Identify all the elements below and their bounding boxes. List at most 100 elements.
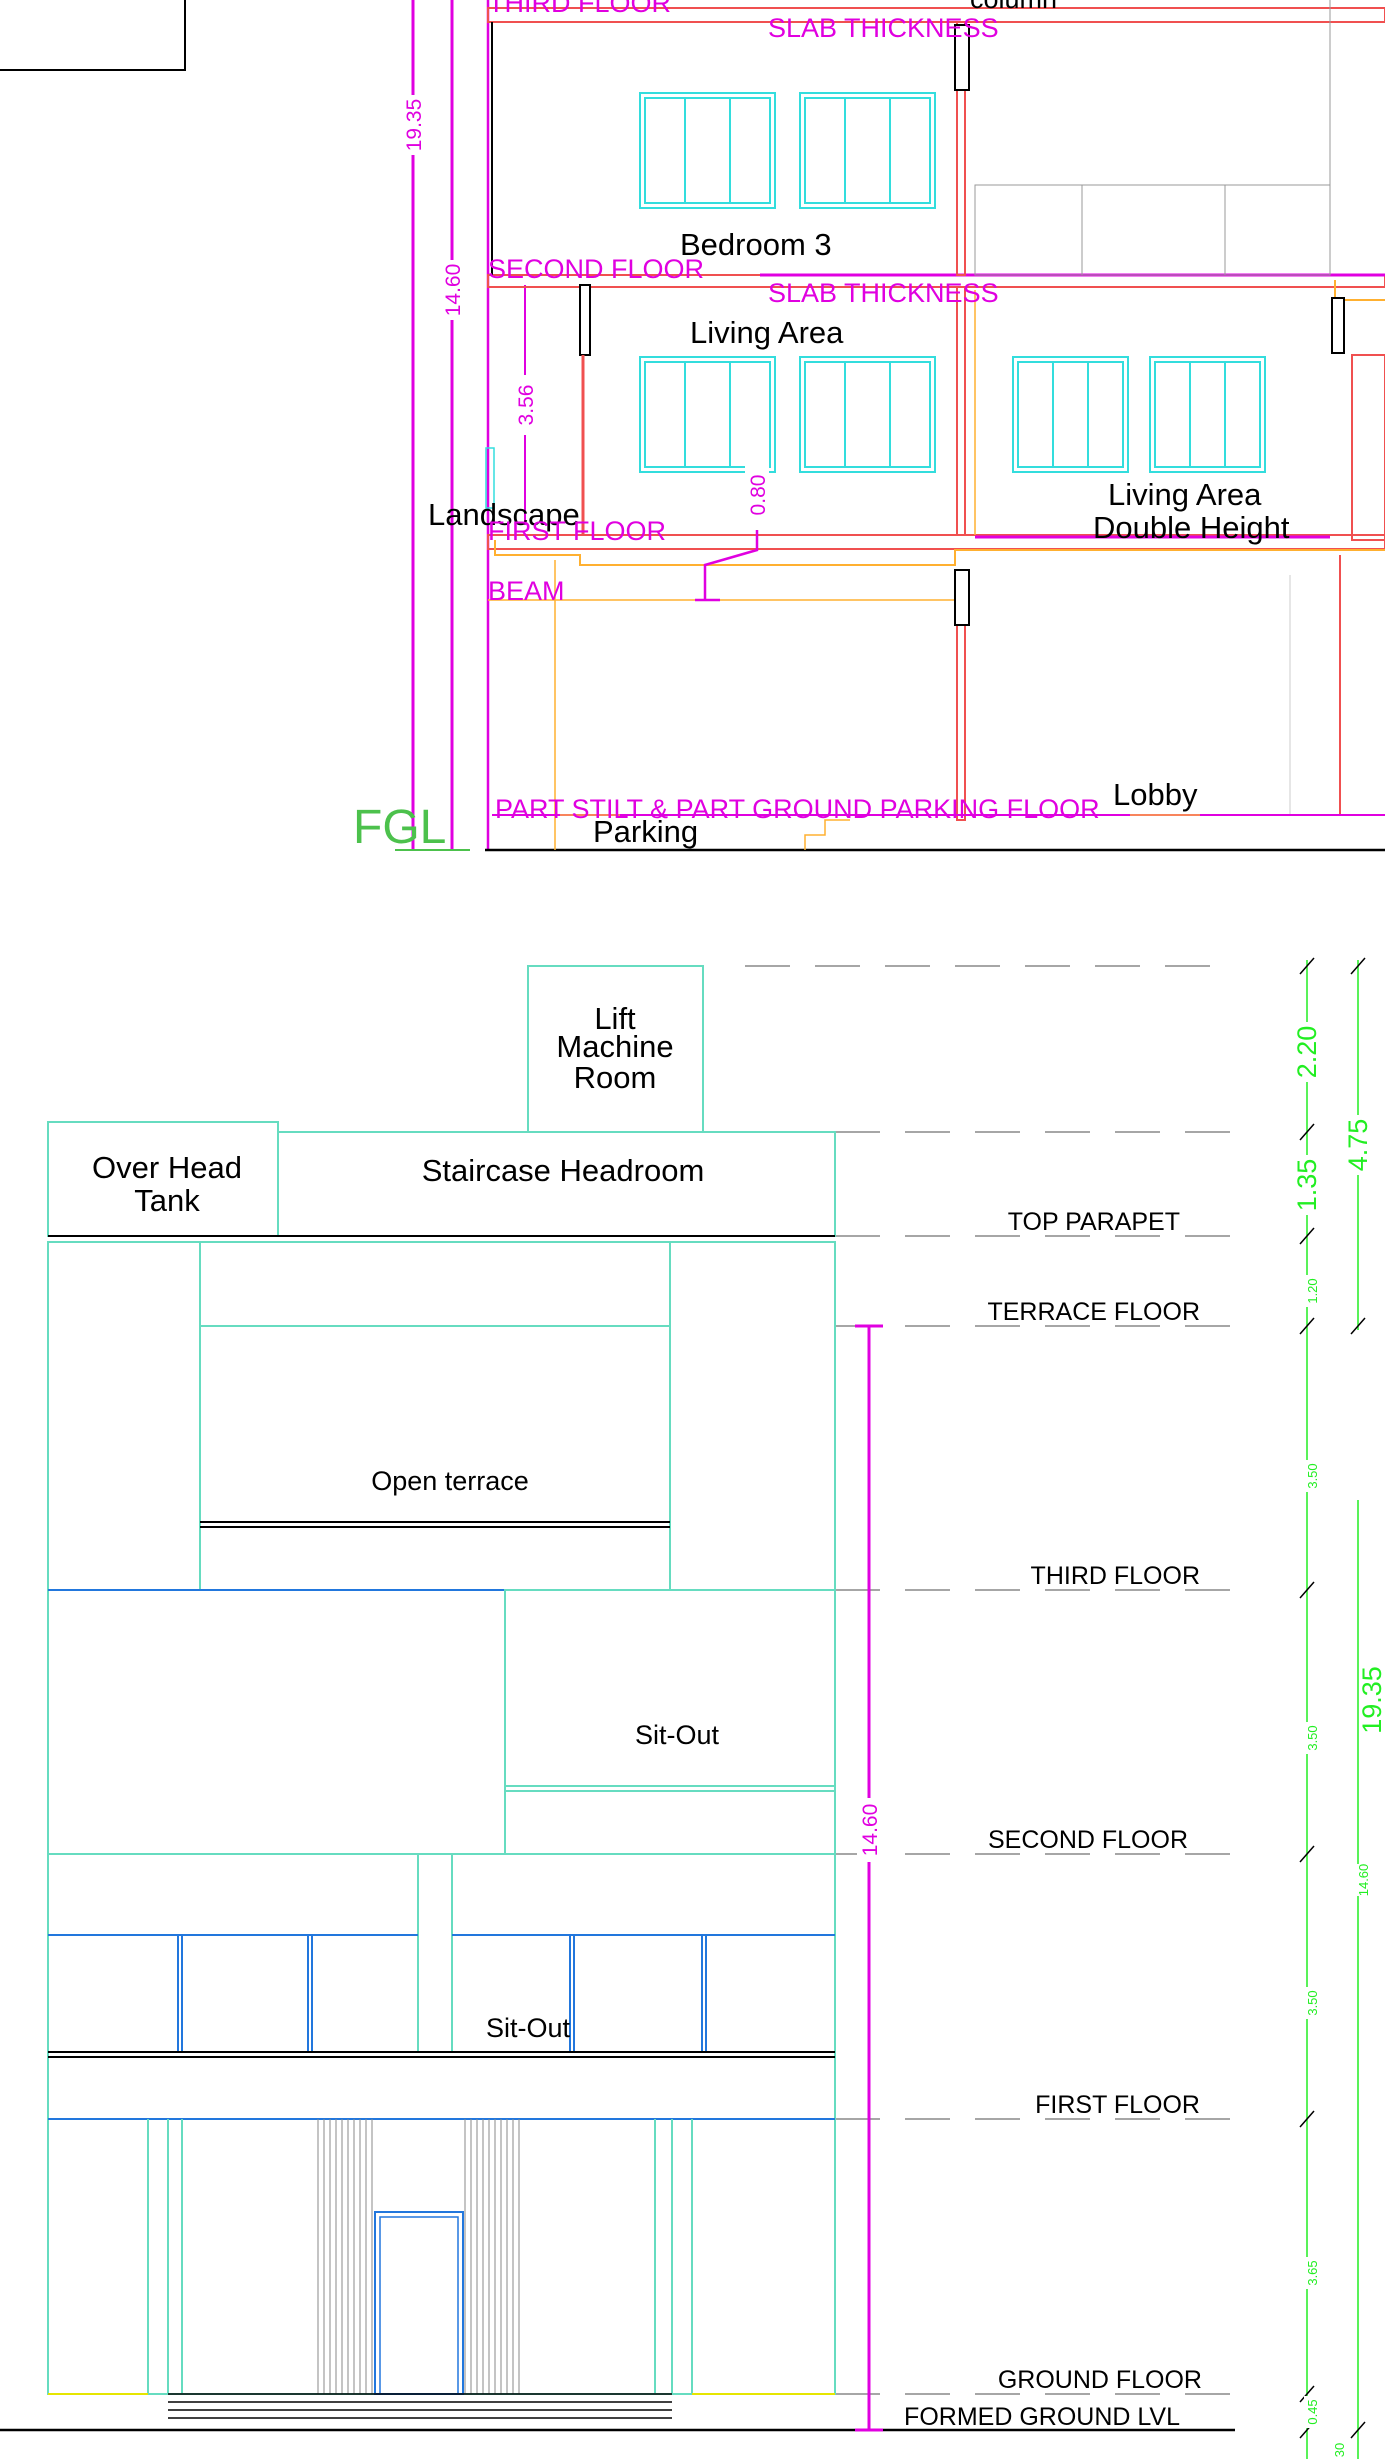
slab-thickness-label-lower: SLAB THICKNESS xyxy=(768,278,999,308)
dim-terrace-group: 14.60 xyxy=(440,260,465,320)
plot-boundary-line xyxy=(0,0,186,71)
living-double-label-2: Double Height xyxy=(1093,510,1290,545)
dim-beam-group: 0.80 xyxy=(745,465,770,525)
window-double-2 xyxy=(1149,356,1266,473)
sitout-lower-label: Sit-Out xyxy=(486,2013,571,2043)
dim-third-text: 3.50 xyxy=(1305,1463,1320,1488)
dim-elevation-text: 14.60 xyxy=(859,1804,882,1857)
beam-outline xyxy=(494,540,1385,566)
ground-columns xyxy=(147,2119,693,2394)
lmr-label-3: Room xyxy=(574,1060,657,1095)
staircase-label: Staircase Headroom xyxy=(422,1153,705,1188)
dim-elevation-group: 14.60 xyxy=(857,1798,882,1862)
third-floor-level-label: THIRD FLOOR xyxy=(1031,1562,1200,1590)
dim-below-plinth-group: 30 xyxy=(1332,2443,1347,2457)
plinth-steps xyxy=(168,2393,672,2419)
lmr-label-1: Lift xyxy=(594,1001,636,1036)
window-bedroom-left xyxy=(639,92,776,209)
dim-beam-text: 0.80 xyxy=(747,475,770,516)
terrace-frame xyxy=(199,1241,671,1591)
section-windows xyxy=(639,92,1266,473)
open-terrace-label: Open terrace xyxy=(371,1466,529,1496)
first-floor-level-label: FIRST FLOOR xyxy=(1035,2091,1200,2119)
landscape-post xyxy=(485,447,495,509)
dim-headroom-text: 4.75 xyxy=(1343,1119,1373,1172)
dim-ground-group: 3.65 xyxy=(1304,2257,1320,2289)
oht-label-1: Over Head xyxy=(92,1150,242,1185)
living-area-label: Living Area xyxy=(690,315,844,350)
upper-right-room xyxy=(974,184,1331,276)
dim-first-text: 3.50 xyxy=(1305,1990,1320,2015)
dim-terrace-parapet-group: 1.20 xyxy=(1304,1275,1320,1307)
level-lines xyxy=(745,965,1235,2395)
central-column-lower xyxy=(956,619,966,821)
central-column-upper xyxy=(956,21,966,276)
dim-parapet-group: 1.35 xyxy=(1292,1155,1322,1215)
dim-below-plinth-text: 30 xyxy=(1332,2443,1347,2457)
dim-headroom-group: 4.75 xyxy=(1343,1115,1373,1175)
wall-lintel-right xyxy=(1331,297,1345,354)
formed-ground-label: FORMED GROUND LVL xyxy=(904,2403,1180,2431)
top-parapet-label: TOP PARAPET xyxy=(1008,1208,1180,1236)
lmr-label-2: Machine xyxy=(556,1029,673,1064)
ground-floor-level-label: GROUND FLOOR xyxy=(998,2366,1202,2394)
living-double-label-1: Living Area xyxy=(1108,477,1262,512)
column-label: column xyxy=(970,0,1057,14)
third-floor-slab xyxy=(487,7,1385,23)
dim-lmr-group: 2.20 xyxy=(1292,1022,1322,1082)
first-floor-label: FIRST FLOOR xyxy=(488,516,666,546)
building-section: THIRD FLOOR SLAB THICKNESS column Bedroo… xyxy=(0,0,1385,854)
dim-plinth-text: 0.45 xyxy=(1305,2399,1320,2424)
ground-steps xyxy=(804,819,850,850)
dim-second-text: 3.50 xyxy=(1305,1725,1320,1750)
ground-floor-label: PART STILT & PART GROUND PARKING FLOOR xyxy=(495,794,1100,824)
dim-lmr-text: 2.20 xyxy=(1292,1026,1322,1079)
right-wall xyxy=(1351,354,1385,541)
door-lintel-upper xyxy=(954,24,970,91)
lobby-label: Lobby xyxy=(1113,777,1198,812)
dim-ground-text: 3.65 xyxy=(1305,2260,1320,2285)
wall-lintel-left xyxy=(579,284,591,356)
dim-second-group: 3.50 xyxy=(1304,1722,1320,1754)
fgl-label: FGL xyxy=(353,801,446,854)
second-floor-level-label: SECOND FLOOR xyxy=(988,1826,1188,1854)
window-bedroom-left-inner xyxy=(644,97,771,204)
landscape-label: Landscape xyxy=(428,497,580,532)
oht-label-2: Tank xyxy=(134,1183,200,1218)
dim-window-text: 3.56 xyxy=(515,385,538,426)
dim-parapet-text: 1.35 xyxy=(1292,1159,1322,1212)
building-elevation: 14.60 2.20 1.35 xyxy=(0,957,1385,2459)
window-living-2 xyxy=(799,356,936,473)
dim-plinth-group: 0.45 xyxy=(1304,2396,1320,2428)
dim-window-group: 3.56 xyxy=(513,375,538,435)
door-lintel-lower xyxy=(954,569,970,626)
entrance-grilles xyxy=(317,2119,520,2394)
dim-terrace-small-group: 14.60 xyxy=(1355,1864,1371,1897)
beam-label: BEAM xyxy=(488,576,565,606)
facade-outline xyxy=(47,1241,836,2395)
first-floor-windows xyxy=(177,1935,707,2052)
first-floor-column xyxy=(417,1853,453,2053)
first-floor-slab xyxy=(487,534,1385,550)
sitout-upper-label: Sit-Out xyxy=(635,1720,720,1750)
dim-first-group: 3.50 xyxy=(1304,1987,1320,2019)
dim-third-group: 3.50 xyxy=(1304,1460,1320,1492)
central-column-middle xyxy=(956,286,966,536)
terrace-floor-label: TERRACE FLOOR xyxy=(987,1298,1200,1326)
parking-label: Parking xyxy=(593,814,698,849)
bedroom-label: Bedroom 3 xyxy=(680,227,832,262)
window-living-1 xyxy=(639,356,776,473)
dim-ticks xyxy=(1299,957,1366,2439)
second-floor-label: SECOND FLOOR xyxy=(488,254,704,284)
dim-total-text: 19.35 xyxy=(403,99,426,152)
dim-terrace-parapet-text: 1.20 xyxy=(1305,1278,1320,1303)
window-double-1 xyxy=(1012,356,1129,473)
window-bedroom-right-inner xyxy=(804,97,931,204)
dim-total-partial-group: 19.35 xyxy=(1357,1666,1385,1734)
entrance-door xyxy=(374,2211,464,2395)
entrance-door-inner xyxy=(379,2216,459,2395)
slab-thickness-label-upper: SLAB THICKNESS xyxy=(768,13,999,43)
third-floor-label: THIRD FLOOR xyxy=(488,0,671,18)
dim-terrace-small-text: 14.60 xyxy=(1356,1864,1371,1897)
